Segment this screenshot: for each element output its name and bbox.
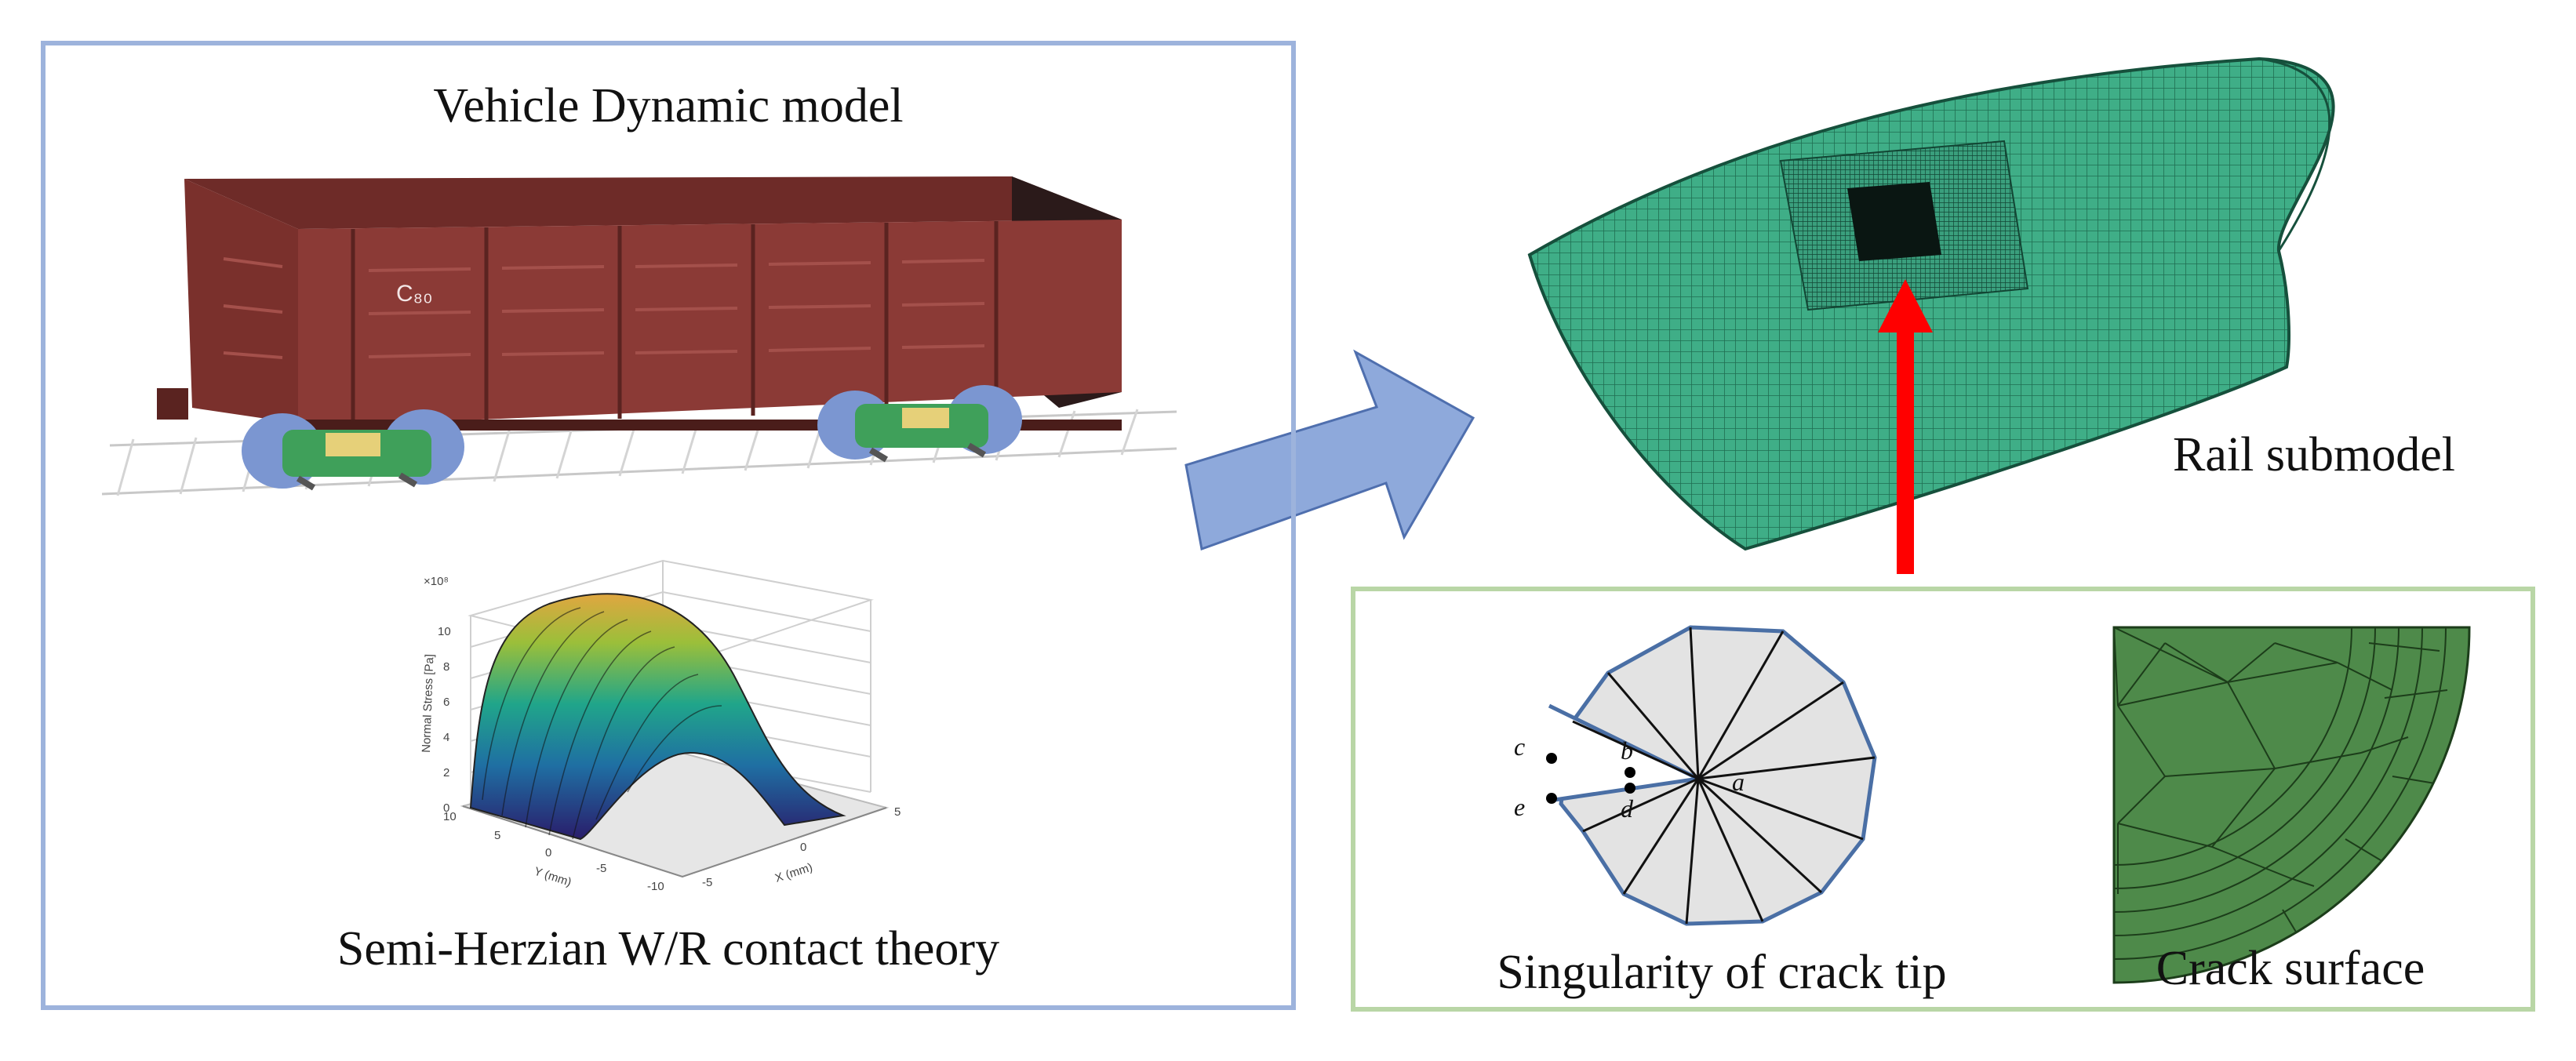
crack-surface-caption: Crack surface [2156,942,2425,995]
crack-details-panel [1351,587,2535,1012]
svg-text:4: 4 [443,731,449,744]
rail-submodel-label: Rail submodel [2173,428,2455,481]
svg-text:2: 2 [443,766,449,779]
red-arrow [1878,279,1933,574]
svg-text:Normal Stress [Pa]: Normal Stress [Pa] [420,654,436,753]
front-bogie [242,409,464,491]
svg-text:5: 5 [894,805,901,819]
contact-theory-caption: Semi-Herzian W/R contact theory [337,922,1000,976]
svg-text:0: 0 [443,801,449,815]
crack-surface-mesh [2112,626,2471,984]
crack-tip-caption: Singularity of crack tip [1497,946,1947,999]
svg-text:10: 10 [438,625,451,638]
car-code-label: C₈₀ [396,281,433,307]
flow-arrow [1184,349,1475,551]
point-a: a [1732,768,1745,796]
vehicle-model-title: Vehicle Dynamic model [433,79,904,133]
svg-text:-5: -5 [702,876,712,889]
crack-tip-rosette: a b c d e [1514,625,1877,926]
svg-text:10: 10 [443,810,457,823]
svg-text:-10: -10 [647,880,664,893]
svg-text:×10⁸: ×10⁸ [424,575,449,588]
point-d: d [1621,794,1634,823]
rear-bogie [817,385,1022,463]
svg-text:6: 6 [443,696,449,709]
stress-surface [469,593,846,841]
svg-text:5: 5 [494,829,500,842]
rail-submodel-mesh [1527,56,2335,551]
vehicle-dynamics-panel [41,41,1296,1010]
point-c: c [1514,732,1525,761]
svg-text:0: 0 [545,846,551,859]
svg-text:-5: -5 [596,862,606,875]
svg-text:0: 0 [800,841,806,854]
point-b: b [1621,736,1633,765]
svg-text:8: 8 [443,660,449,674]
point-e: e [1514,793,1525,821]
